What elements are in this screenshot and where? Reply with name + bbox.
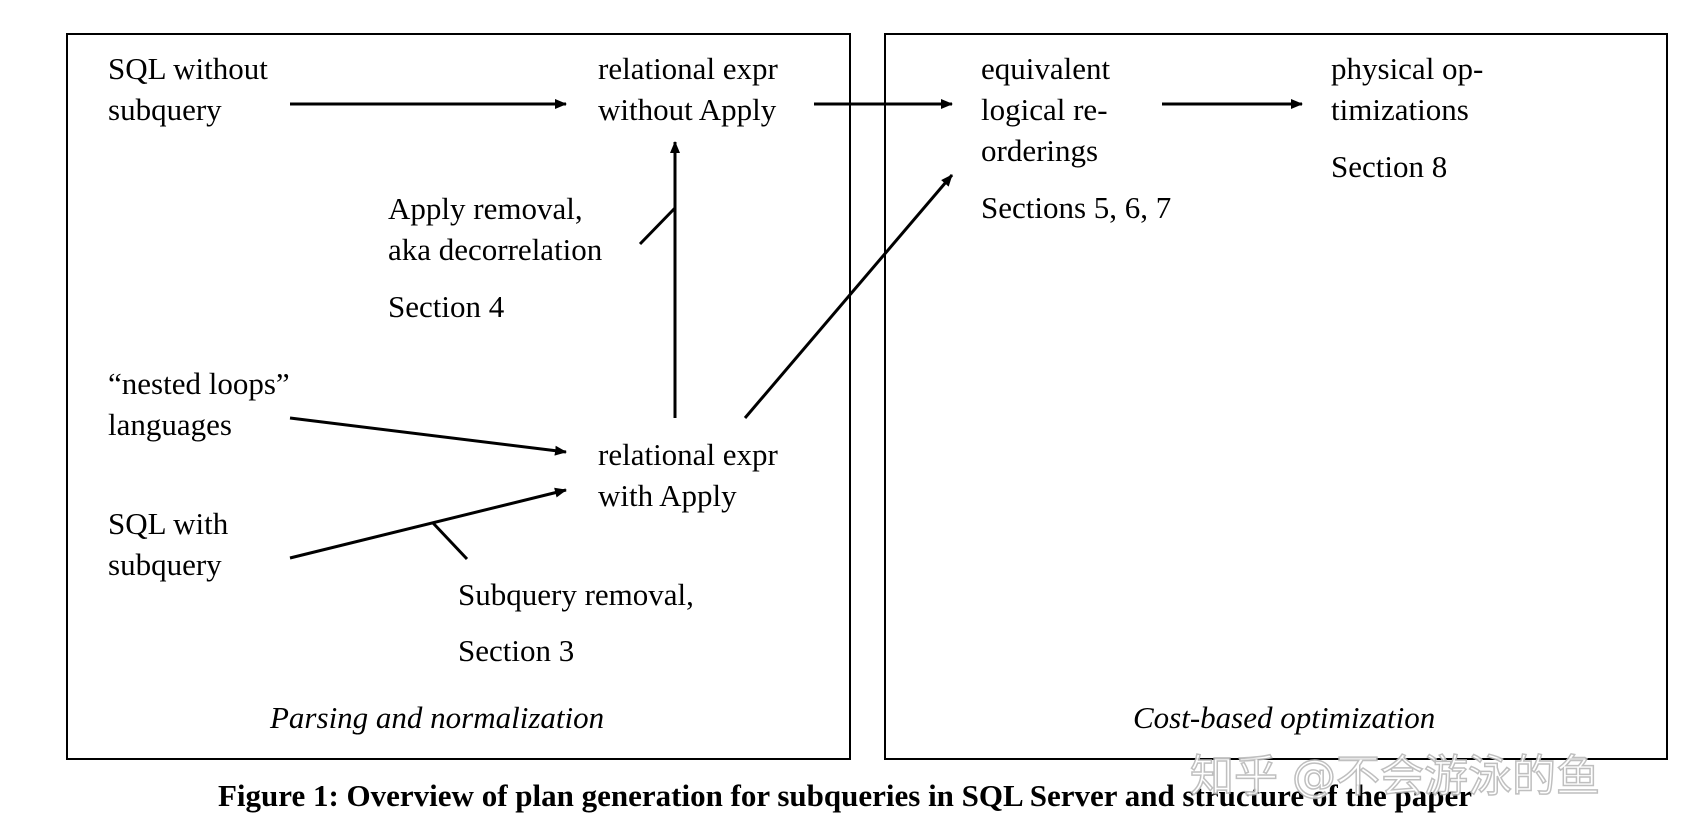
apply-removal-section-label: Section 4	[388, 289, 505, 324]
relational-expr-without-apply-label: relational expr without Apply	[598, 51, 778, 127]
subquery-removal-label: Subquery removal,	[458, 577, 694, 612]
arrow-sql-with-subquery-to-with-apply	[289, 487, 567, 560]
arrow-with-apply-to-equivalent	[743, 174, 954, 419]
sql-without-subquery-label: SQL without subquery	[108, 51, 268, 127]
arrow-nested-loops-to-with-apply	[289, 416, 567, 456]
figure-caption: Figure 1: Overview of plan generation fo…	[217, 778, 1473, 813]
right-panel-caption: Cost-based optimization	[1133, 700, 1436, 735]
equivalent-reorderings-label: equivalent logical re- orderings	[981, 51, 1111, 168]
physical-optimizations-label: physical op- timizations	[1331, 51, 1484, 127]
nested-loops-languages-label: “nested loops” languages	[108, 366, 290, 442]
physical-section-label: Section 8	[1331, 149, 1448, 184]
watermark: 知乎 @不会游泳的鱼	[1189, 750, 1601, 803]
left-panel-caption: Parsing and normalization	[270, 700, 605, 735]
subquery-removal-leader	[431, 521, 469, 561]
parsing-normalization-panel	[66, 33, 851, 760]
reorderings-sections-label: Sections 5, 6, 7	[981, 190, 1172, 225]
apply-removal-leader	[638, 206, 677, 246]
relational-expr-with-apply-label: relational expr with Apply	[598, 437, 778, 513]
subquery-removal-section-label: Section 3	[458, 633, 575, 668]
apply-removal-label: Apply removal, aka decorrelation	[388, 191, 603, 267]
cost-based-optimization-panel	[884, 33, 1668, 760]
sql-with-subquery-label: SQL with subquery	[108, 506, 229, 582]
